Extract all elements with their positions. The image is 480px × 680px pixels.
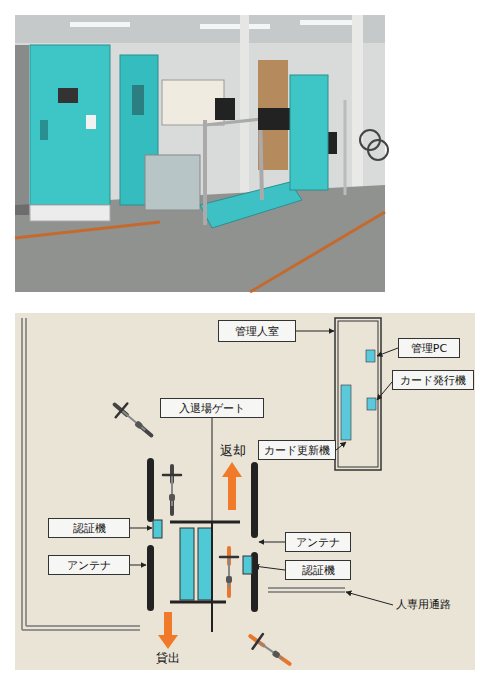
gate-bar xyxy=(170,521,240,524)
ceiling-light xyxy=(200,24,270,29)
card-issuer xyxy=(367,398,376,410)
gate-bar xyxy=(170,601,226,604)
callout-text: 管理PC xyxy=(411,342,447,355)
floor-stripe xyxy=(15,222,160,238)
machine-slot xyxy=(86,115,96,129)
bicycle-icon xyxy=(109,398,157,443)
machine-panel xyxy=(132,85,144,115)
pillar xyxy=(352,15,363,205)
authenticator xyxy=(153,520,162,538)
rental-arrow xyxy=(158,635,178,649)
fence xyxy=(15,45,29,215)
rental-arrow xyxy=(164,612,172,636)
wall-line xyxy=(21,318,23,630)
callout-box: 入退場ゲート xyxy=(160,398,264,418)
callout-box: アンテナ xyxy=(285,532,351,552)
gate-housing xyxy=(145,155,200,210)
callout-box: 認証機 xyxy=(48,518,130,538)
ceiling-light xyxy=(300,20,360,25)
floor-stripe xyxy=(250,212,385,292)
return-arrow xyxy=(222,462,242,477)
antenna-bar xyxy=(147,458,154,522)
bicycle-icon xyxy=(163,466,181,514)
machine-screen xyxy=(58,88,78,103)
wall-line xyxy=(25,318,27,626)
leader-line xyxy=(377,382,392,400)
leader-line xyxy=(130,528,152,529)
callout-box: カード発行機 xyxy=(392,370,474,390)
pillar xyxy=(240,15,249,210)
card-machine xyxy=(290,75,328,190)
callout-text: カード更新機 xyxy=(264,444,330,457)
direction-label: 貸出 xyxy=(156,651,180,665)
photo-ceiling xyxy=(15,15,385,43)
gate-rail xyxy=(203,120,207,225)
management-pc xyxy=(366,350,375,362)
photo-background xyxy=(15,15,385,292)
gate-unit xyxy=(180,528,194,600)
return-arrow xyxy=(228,476,236,510)
bicycle-icon xyxy=(220,548,238,596)
callout-box: アンテナ xyxy=(48,555,130,575)
parked-bike xyxy=(368,140,388,160)
leader-line xyxy=(130,565,146,566)
gate-screen xyxy=(215,98,235,120)
passage-line xyxy=(268,591,345,593)
passage-line xyxy=(268,587,345,589)
antenna-bar xyxy=(251,462,258,538)
callout-text: アンテナ xyxy=(296,536,340,549)
leader-line xyxy=(296,331,334,332)
callout-box: カード更新機 xyxy=(258,440,336,460)
leader-line xyxy=(254,566,285,570)
callout-text: アンテナ xyxy=(67,559,111,572)
diagram-background xyxy=(15,313,475,670)
bicycle-icon xyxy=(245,629,295,671)
card-updater xyxy=(341,385,351,440)
room-outline xyxy=(338,321,378,467)
machine-base xyxy=(30,205,110,221)
leader-line xyxy=(212,418,213,522)
callout-text: 認証機 xyxy=(302,564,335,577)
leader-line xyxy=(346,592,393,605)
leader-line xyxy=(336,442,346,450)
authenticator xyxy=(243,556,252,574)
direction-label: 返却 xyxy=(220,444,246,458)
wall-line xyxy=(26,625,140,627)
callout-box: 管理PC xyxy=(398,338,460,358)
gate-base xyxy=(200,182,302,228)
callout-text: 認証機 xyxy=(73,522,106,535)
gate-bar xyxy=(211,522,213,632)
card-machine xyxy=(30,45,110,205)
callout-box: 管理人室 xyxy=(218,320,296,342)
callout-box: 認証機 xyxy=(285,560,351,580)
ceiling-light xyxy=(70,22,130,27)
wall-line xyxy=(22,629,140,631)
leader-line xyxy=(259,542,285,543)
gate-screen xyxy=(258,108,293,130)
callout-text: カード発行機 xyxy=(400,374,466,387)
callout-text: 入退場ゲート xyxy=(179,402,245,415)
wall-board xyxy=(162,80,224,125)
room-outline xyxy=(335,318,381,470)
callout-text: 管理人室 xyxy=(235,325,279,338)
leader-line xyxy=(377,348,398,356)
area-label: 人専用通路 xyxy=(396,598,451,612)
antenna-bar xyxy=(147,545,154,611)
machine-slot xyxy=(40,120,48,140)
gate-unit xyxy=(198,528,212,600)
railing xyxy=(344,100,347,195)
